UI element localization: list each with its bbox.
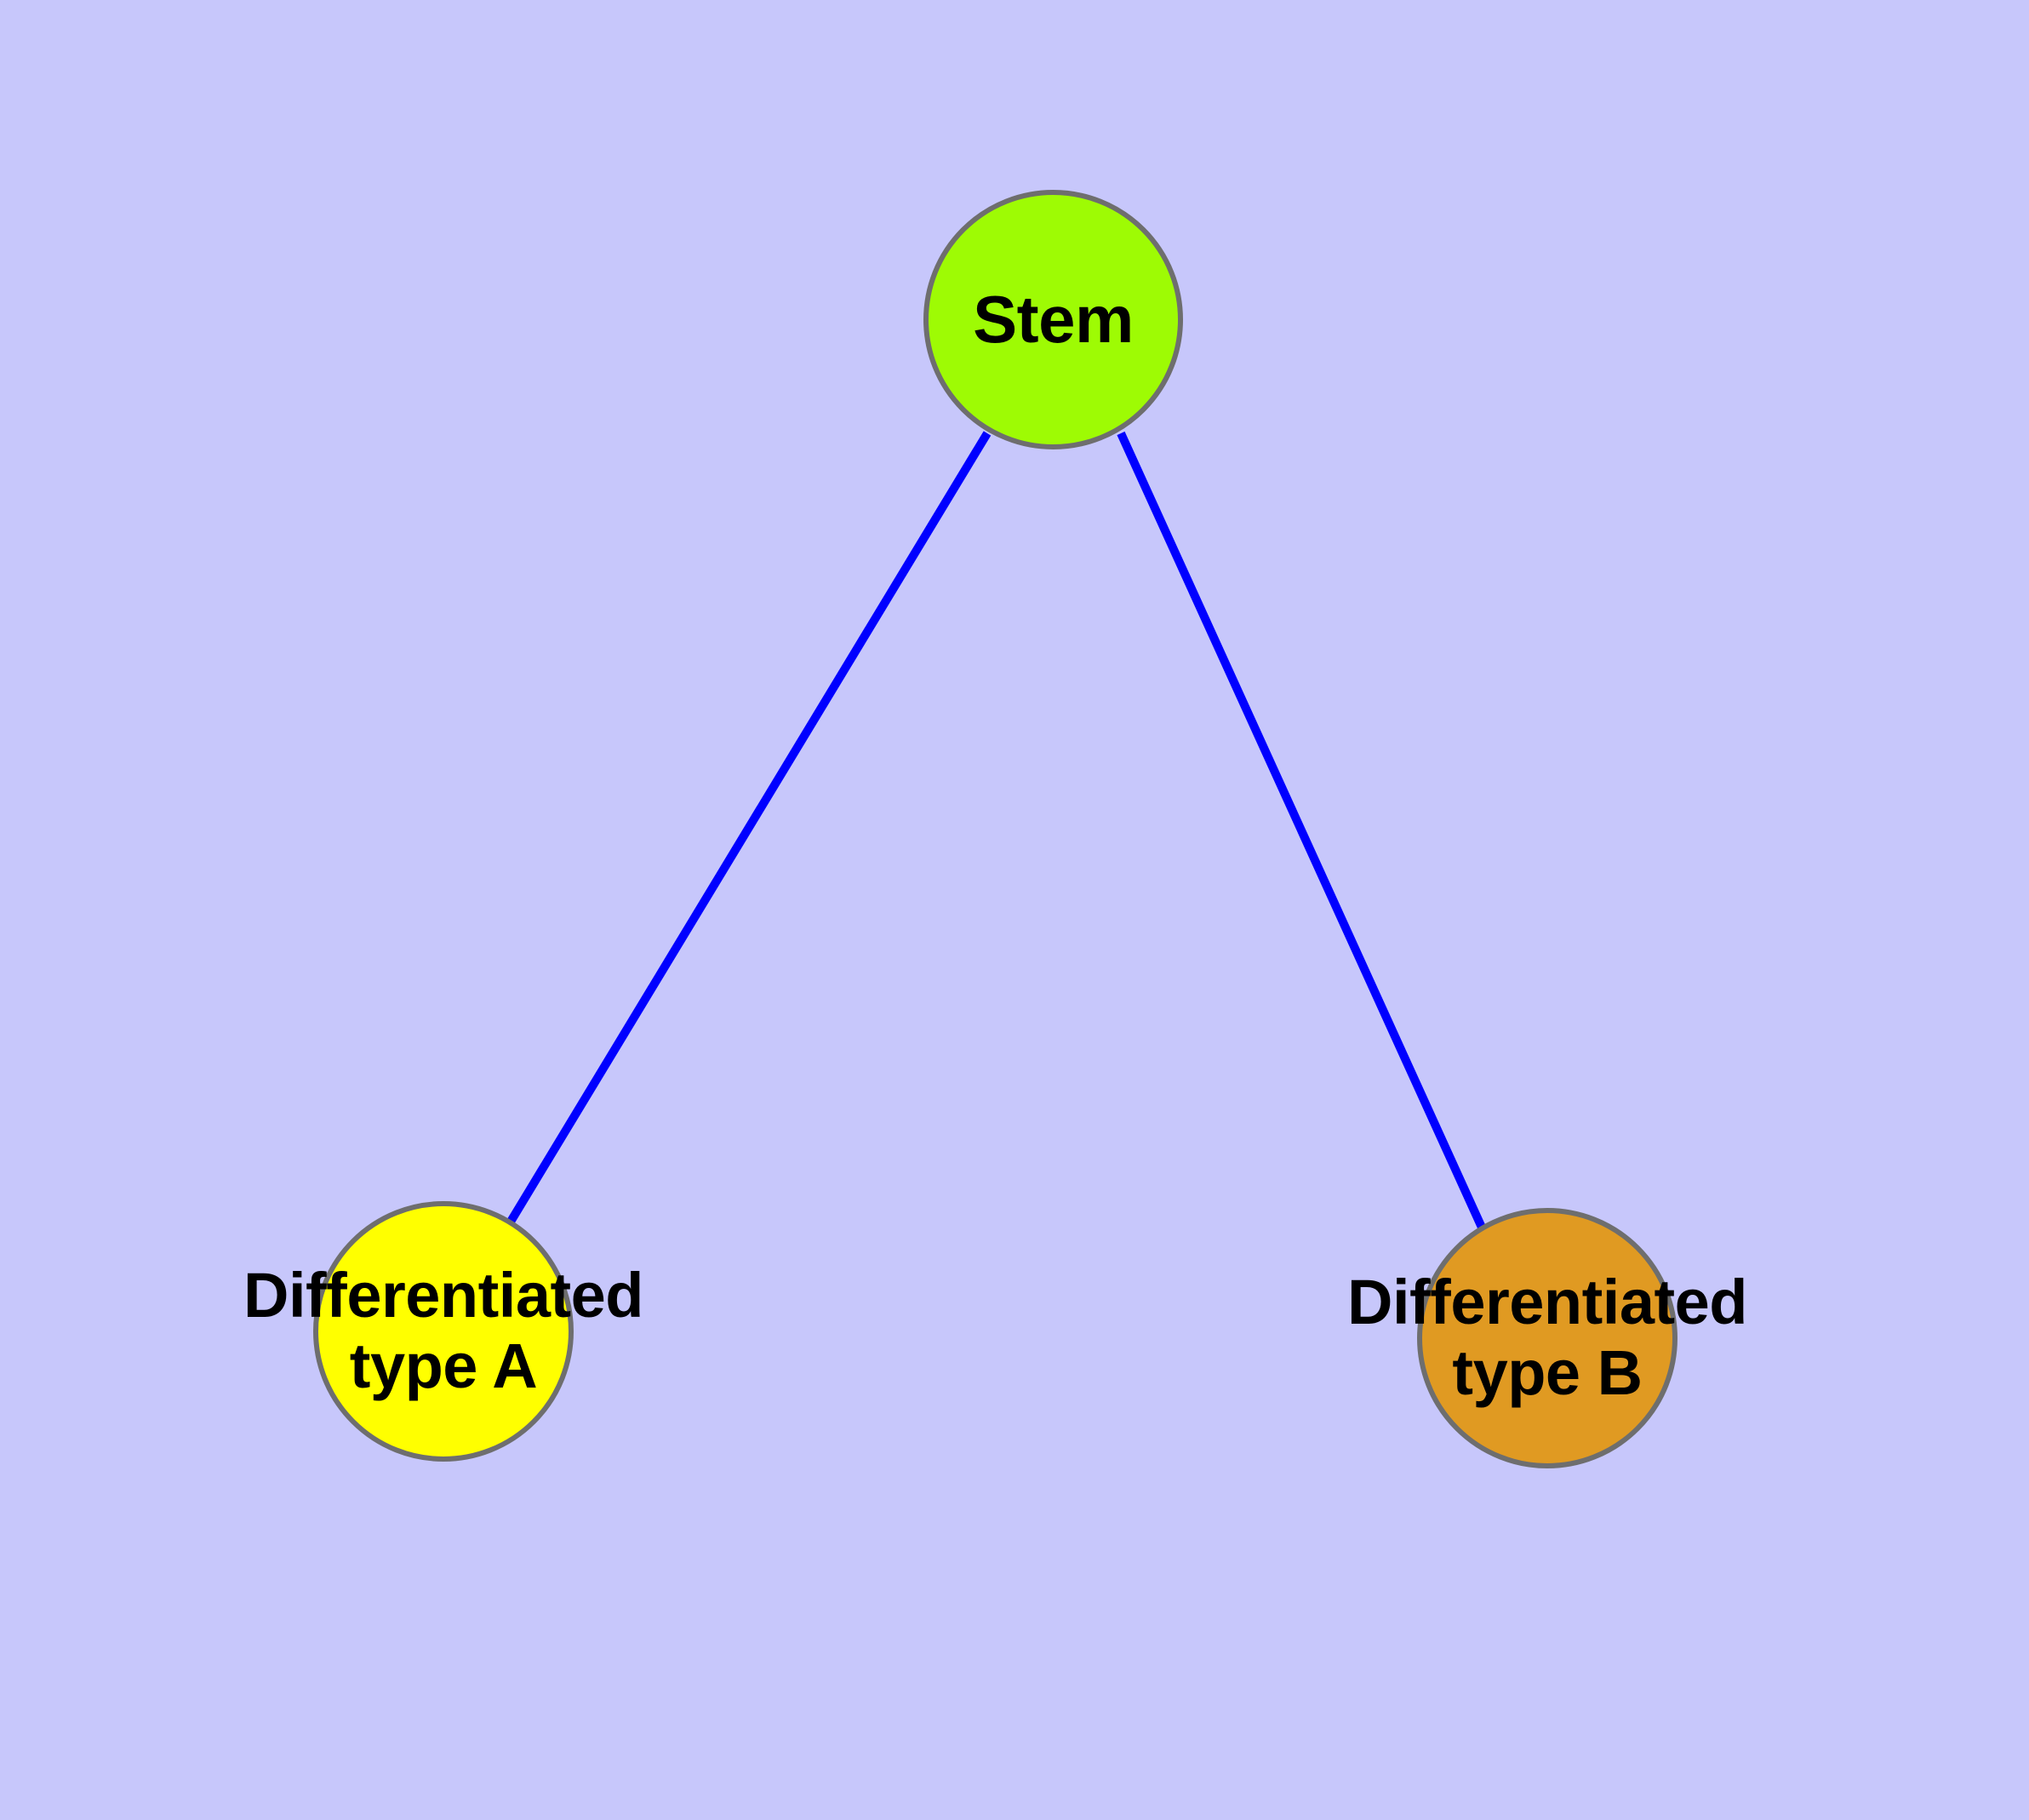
- edge-stem-to-diff-b: [1117, 431, 1487, 1232]
- node-differentiated-type-b-label-line-1: Differentiated: [1347, 1267, 1747, 1338]
- node-differentiated-type-b-label: Differentiated type B: [1347, 1267, 1747, 1409]
- node-differentiated-type-a-label-line-2: type A: [349, 1331, 538, 1401]
- node-stem-label: Stem: [973, 281, 1134, 357]
- node-differentiated-type-a-circle: [313, 1201, 574, 1462]
- node-stem-circle: [923, 190, 1183, 449]
- node-differentiated-type-a[interactable]: Differentiated type A: [243, 1201, 643, 1462]
- node-differentiated-type-b[interactable]: Differentiated type B: [1347, 1208, 1747, 1468]
- edge-stem-to-diff-a: [506, 431, 992, 1224]
- node-stem-label-line-1: Stem: [973, 281, 1134, 357]
- node-differentiated-type-b-label-line-2: type B: [1452, 1337, 1643, 1408]
- node-differentiated-type-a-label: Differentiated type A: [243, 1260, 643, 1402]
- node-differentiated-type-a-label-line-1: Differentiated: [243, 1260, 643, 1331]
- node-stem[interactable]: Stem: [923, 190, 1183, 449]
- node-differentiated-type-b-circle: [1417, 1208, 1677, 1468]
